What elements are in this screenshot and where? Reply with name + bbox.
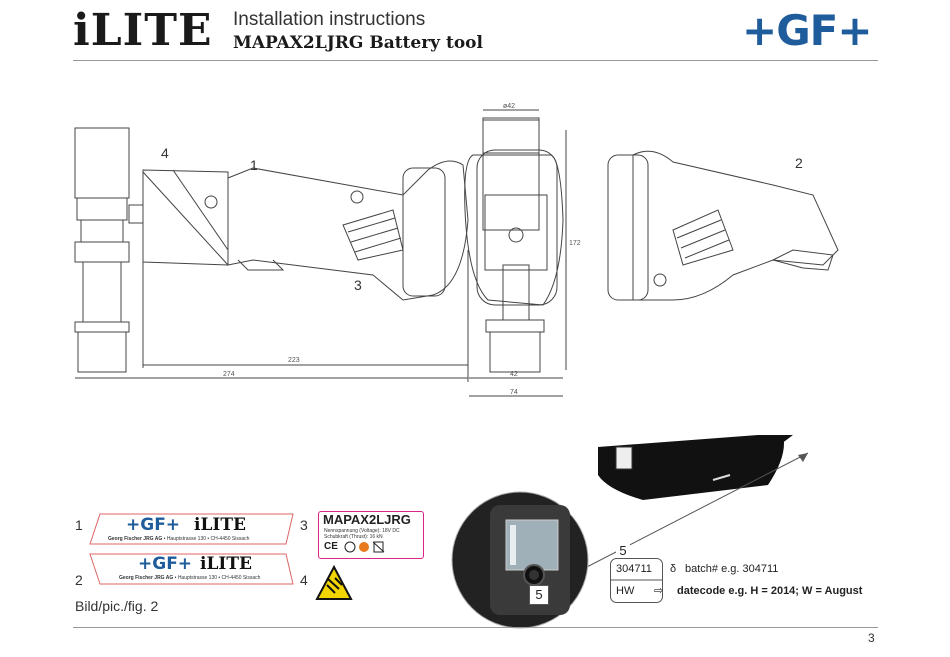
sticker-1-address: Georg Fischer JRG AG • Hauptstrasse 130 … — [108, 536, 250, 542]
dim-42: 42 — [510, 371, 518, 378]
mapax-sticker — [318, 511, 424, 559]
dim-74: 74 — [510, 389, 518, 396]
doc-title: MAPAX2LJRG Battery tool — [233, 33, 483, 53]
batch-symbol: δ — [670, 563, 677, 575]
code-box — [610, 558, 663, 603]
label-number-2: 2 — [75, 572, 83, 588]
callout-4: 4 — [161, 145, 169, 161]
ce-mark: CE — [324, 541, 338, 552]
arrow-icon: ⇨ — [654, 585, 664, 597]
dim-274: 274 — [223, 371, 235, 378]
callout-1: 1 — [250, 157, 258, 173]
sticker-1-gf-logo: +GF+ — [126, 515, 181, 535]
batch-code-value: 304711 — [616, 563, 652, 575]
cylinder-foot — [77, 331, 127, 373]
batch-description: batch# e.g. 304711 — [685, 563, 779, 575]
mapax-sticker-title: MAPAX2LJRG — [323, 512, 411, 527]
footer-rule — [73, 627, 878, 628]
certification-icons — [344, 541, 385, 553]
callout-2: 2 — [795, 155, 803, 171]
battery-detail-illustration — [451, 435, 809, 629]
ilite-logo: iLITE — [73, 5, 213, 56]
dim-d42: ø42 — [503, 103, 515, 110]
mapax-thrust: Schubkraft (Thrust): 16 kN — [324, 534, 383, 540]
sticker-2-address: Georg Fischer JRG AG • Hauptstrasse 130 … — [119, 575, 261, 581]
crush-warning-icon — [315, 565, 353, 600]
datecode-description: datecode e.g. H = 2014; W = August — [677, 585, 863, 597]
callout-5-box: 5 — [529, 585, 549, 605]
dim-172: 172 — [569, 240, 581, 247]
technical-drawing: 4 1 3 2 ø42 172 223 274 42 74 — [74, 103, 839, 397]
callout-3: 3 — [354, 277, 362, 293]
doc-subtitle: Installation instructions — [233, 9, 426, 30]
gf-logo: +GF+ — [742, 6, 873, 55]
mapax-voltage: Nennspannung (Voltage): 18V DC — [324, 528, 400, 534]
header-rule — [73, 60, 878, 61]
sticker-1-ilite-logo: iLITE — [194, 515, 246, 535]
label-number-4: 4 — [300, 572, 308, 588]
figure-caption: Bild/pic./fig. 2 — [75, 598, 159, 614]
dim-223: 223 — [288, 357, 300, 364]
sticker-1-shape — [89, 513, 294, 545]
page-number: 3 — [868, 631, 875, 645]
sticker-2-ilite-logo: iLITE — [200, 554, 252, 574]
sticker-2-shape — [89, 553, 294, 585]
label-number-3: 3 — [300, 517, 308, 533]
callout-5-top: 5 — [616, 542, 630, 560]
sticker-2-gf-logo: +GF+ — [138, 554, 193, 574]
cylinder-top — [74, 127, 130, 199]
hw-code-value: HW — [616, 585, 635, 597]
label-number-1: 1 — [75, 517, 83, 533]
